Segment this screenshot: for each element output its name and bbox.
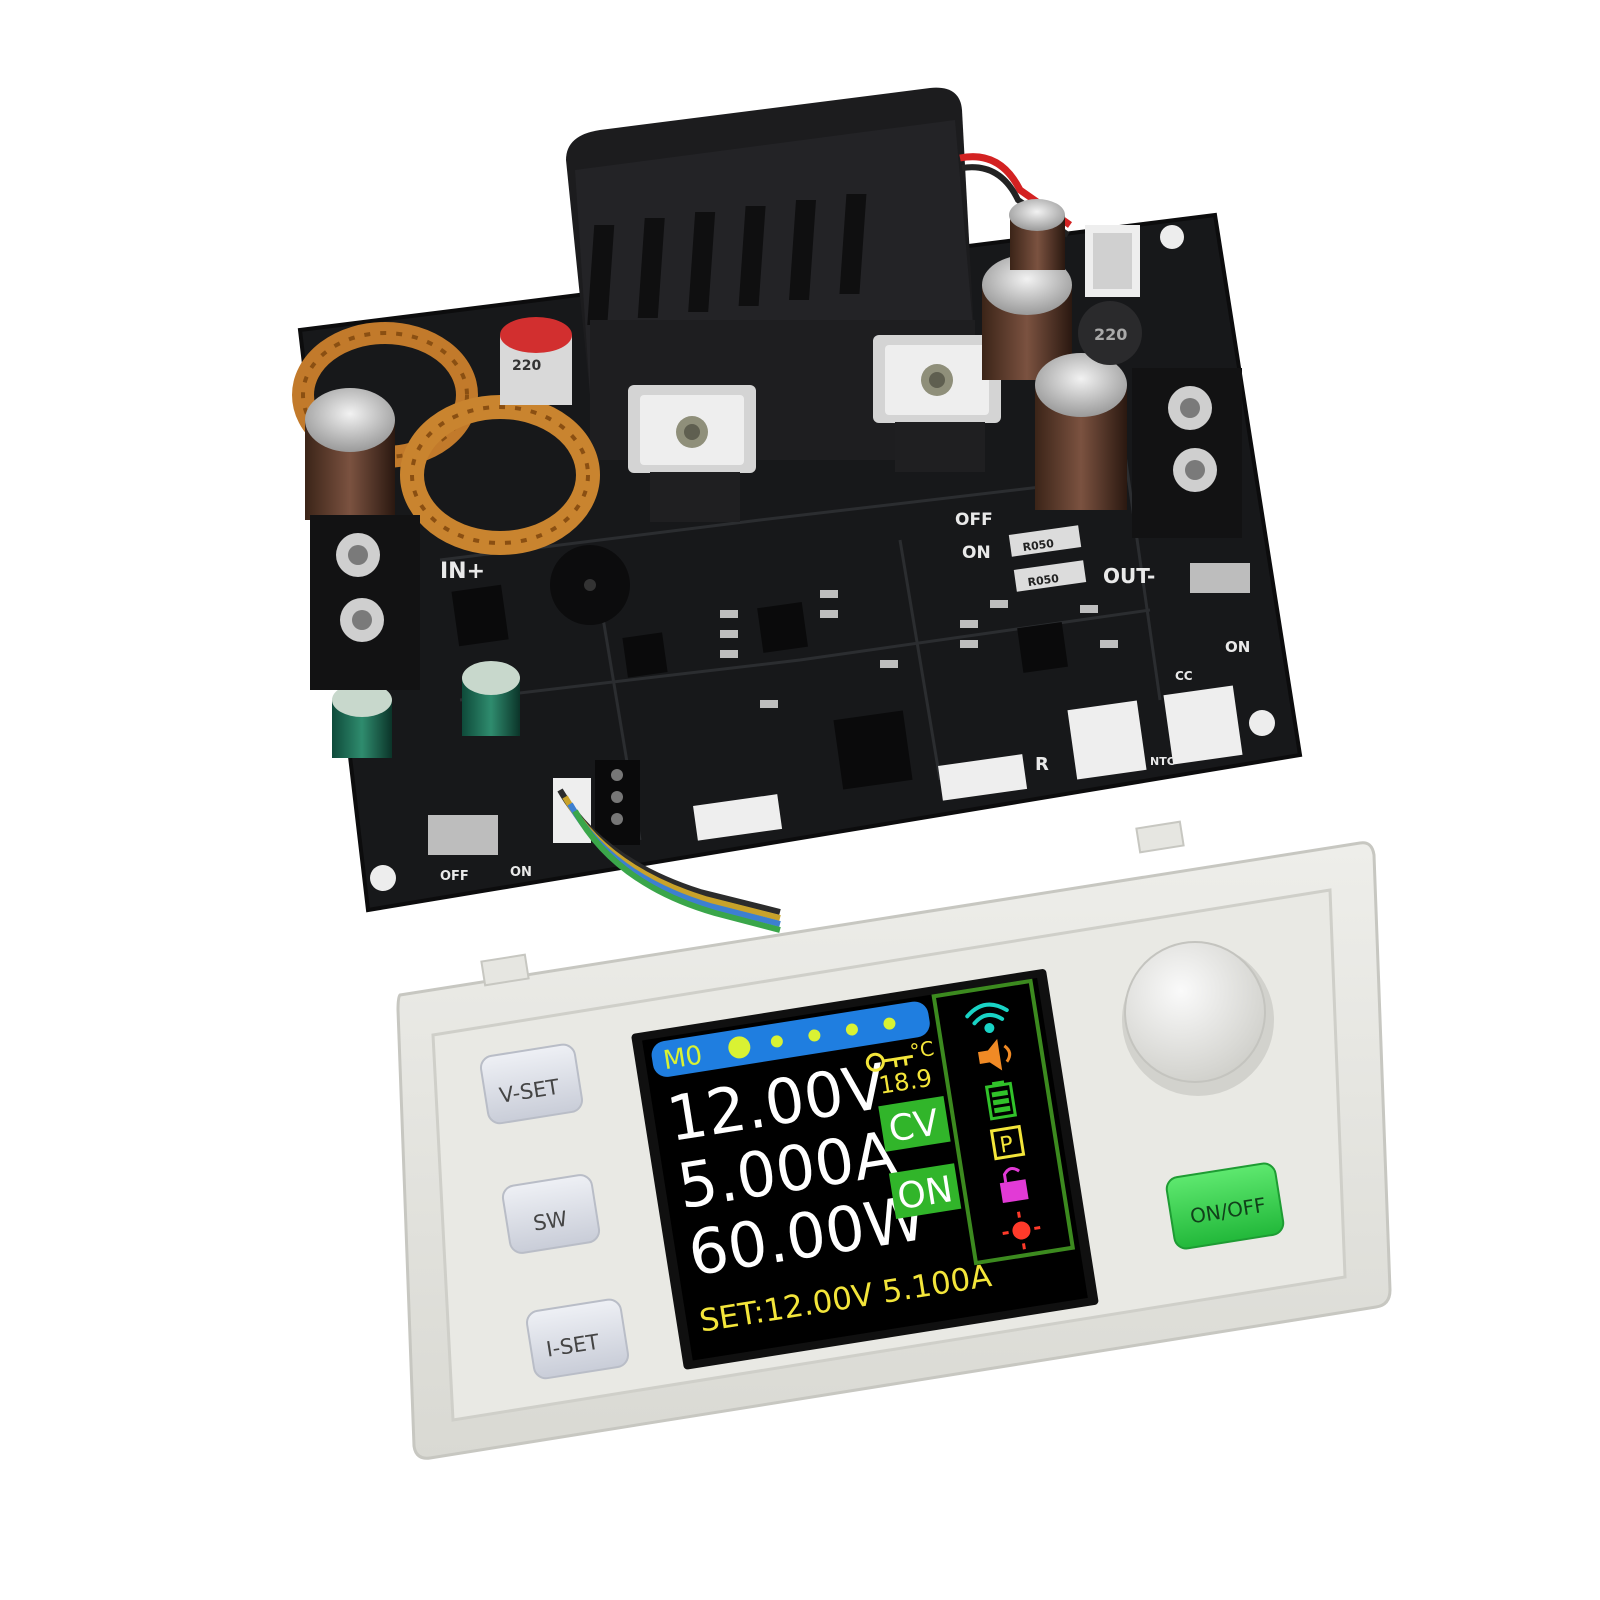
silk-ntc: NTC xyxy=(1150,755,1175,768)
capacitor-marking: 220 xyxy=(512,358,541,374)
inductor-marking: 220 xyxy=(1094,325,1127,344)
capacitor-top-right-2 xyxy=(1035,353,1127,510)
converter-board: 220 xyxy=(292,87,1303,933)
ribbon-cable xyxy=(557,788,781,933)
capacitor-green-1 xyxy=(332,683,392,758)
battery-icon xyxy=(984,1080,1018,1121)
mosfet-right xyxy=(873,335,1001,472)
memory-mode: M0 xyxy=(661,1040,704,1076)
pin-header xyxy=(595,760,640,845)
silk-r050-b: R050 xyxy=(1027,572,1060,589)
mppt-slide-switch xyxy=(1190,563,1250,593)
capacitor-small-top xyxy=(1009,199,1065,270)
silk-on-2: ON xyxy=(1225,638,1250,656)
smd-components xyxy=(720,590,1118,708)
buzzer-hole xyxy=(584,579,596,591)
shunt-resistors: R050 R050 xyxy=(1008,525,1087,592)
silk-on-1: ON xyxy=(962,543,991,563)
vset-button[interactable]: V-SET xyxy=(479,1043,583,1125)
silk-off-1: OFF xyxy=(955,510,993,530)
panel-clips xyxy=(480,820,1185,987)
silk-in-plus: IN+ xyxy=(440,559,485,584)
sw-button[interactable]: SW xyxy=(501,1173,601,1254)
cv-badge xyxy=(878,1096,951,1152)
silk-off-bottom: OFF xyxy=(440,869,469,884)
brightness-icon xyxy=(1002,1211,1041,1250)
iset-button[interactable]: I-SET xyxy=(525,1298,629,1380)
sw-label: SW xyxy=(532,1207,570,1236)
capacitor-green-2 xyxy=(462,661,520,736)
power-slide-switch xyxy=(428,815,498,855)
temperature-unit: °C xyxy=(908,1036,935,1063)
status-dots xyxy=(728,1017,896,1059)
silk-on-bottom: ON xyxy=(510,865,532,880)
mosfet-left xyxy=(628,385,756,522)
icon-column-frame xyxy=(931,978,1076,1266)
toroid-inductor-right xyxy=(400,395,600,555)
cv-label: CV xyxy=(886,1102,942,1150)
on-label: ON xyxy=(895,1169,956,1218)
p-badge-label: P xyxy=(998,1132,1015,1159)
unlock-icon xyxy=(999,1166,1029,1204)
silk-cc: CC xyxy=(1175,669,1193,683)
mounting-holes xyxy=(370,225,1275,891)
silk-out-minus: OUT- xyxy=(1103,564,1155,588)
capacitor-red: 220 xyxy=(500,317,572,405)
smd-inductor: 220 xyxy=(1078,301,1142,365)
on-badge xyxy=(888,1163,962,1219)
wifi-icon xyxy=(965,1002,1009,1034)
speaker-icon xyxy=(978,1038,1012,1071)
fan-connector xyxy=(1085,225,1140,297)
output-terminals xyxy=(1132,368,1242,538)
ic-chips xyxy=(451,584,1068,790)
silk-r: R xyxy=(1035,754,1049,775)
silk-r050-a: R050 xyxy=(1022,537,1055,554)
thermometer-icon xyxy=(865,1052,914,1072)
rotary-knob[interactable] xyxy=(1122,941,1274,1096)
input-terminals xyxy=(310,515,420,690)
capacitor-left xyxy=(305,388,395,520)
status-bar xyxy=(651,1001,930,1077)
control-panel: M0 12.00V 5.000A 60.00W °C 18.9 xyxy=(396,820,1392,1460)
onoff-button[interactable]: ON/OFF xyxy=(1165,1162,1285,1250)
white-connectors xyxy=(553,685,1243,843)
p-badge-icon: P xyxy=(989,1124,1026,1161)
